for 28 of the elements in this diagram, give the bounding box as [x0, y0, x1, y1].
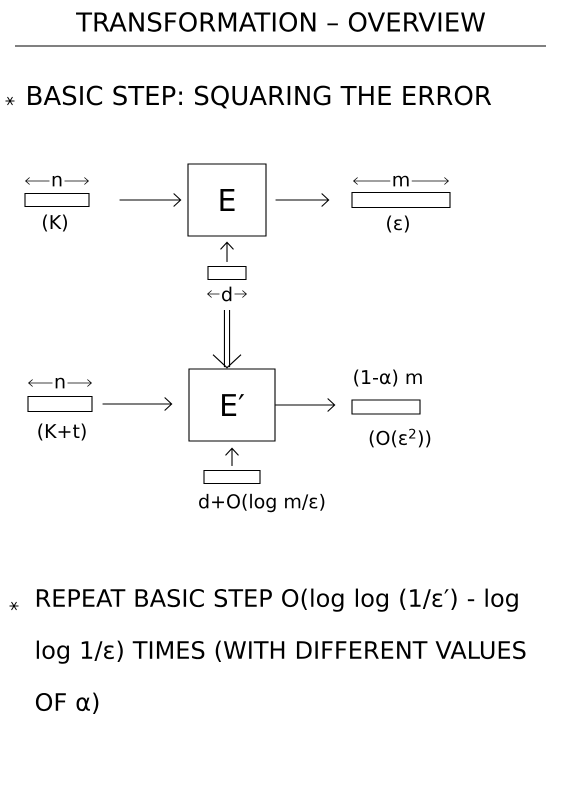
dimension-label: n	[52, 376, 68, 390]
output-bar	[351, 192, 451, 208]
arrow	[102, 397, 172, 411]
bar-label: (O(ε$^{2}$))	[370, 428, 430, 448]
bar-label: (1-α) m	[354, 370, 422, 386]
title: TRANSFORMATION – OVERVIEW	[76, 12, 486, 32]
dimension-label: d	[219, 285, 235, 303]
dimension-label: n	[49, 174, 65, 188]
arrow	[220, 242, 234, 262]
bar-label: d+O(log m/ε)	[199, 494, 324, 512]
seed-bar	[207, 266, 247, 280]
bar-label: (ε)	[387, 216, 409, 232]
arrow	[276, 193, 330, 207]
input-bar	[27, 396, 93, 412]
bar-label: (K+t)	[38, 424, 86, 440]
function-box: E	[187, 163, 267, 237]
arrow	[225, 448, 239, 466]
heading: BASIC STEP: SQUARING THE ERROR	[28, 86, 492, 108]
output-bar	[351, 399, 421, 415]
arrow	[212, 310, 242, 368]
function-box: E′	[188, 368, 276, 442]
bar-label: (K)	[43, 214, 67, 232]
input-bar	[24, 192, 90, 208]
arrow	[120, 193, 182, 207]
arrow	[276, 398, 336, 412]
dimension-label: m	[390, 174, 412, 188]
seed-bar	[203, 470, 261, 484]
note-text: REPEAT BASIC STEP O(log log (1/ε′) - log log 1/ε) TIMES (WITH DIFFERENT VALUES OF α)	[36, 588, 526, 714]
